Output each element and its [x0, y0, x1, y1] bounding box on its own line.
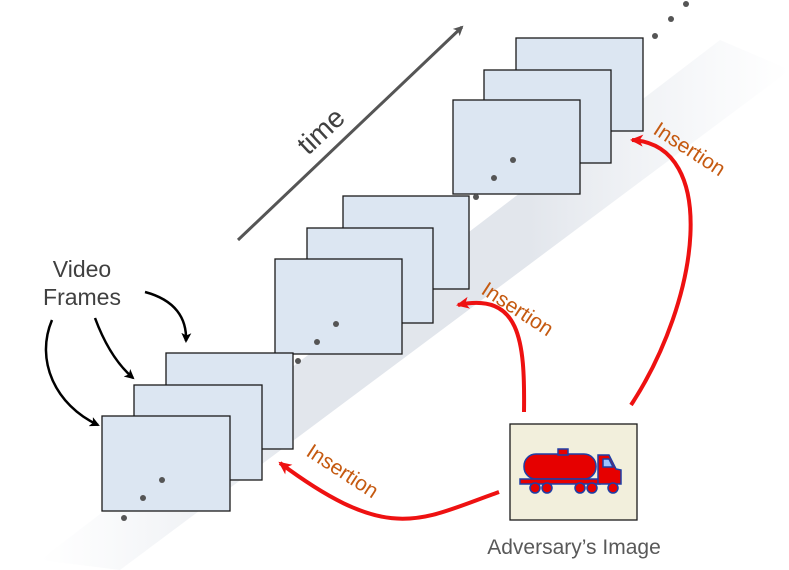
tanker-truck-icon — [519, 448, 622, 494]
ellipsis-dots-icon — [295, 321, 339, 364]
adversary-image — [509, 423, 638, 521]
frame-pointer-arrows — [44, 290, 192, 427]
insertion-label-1: Insertion — [302, 440, 382, 503]
time-arrow-icon — [236, 25, 464, 242]
insertion-arrow-2 — [456, 296, 527, 413]
frame-group-3 — [452, 37, 644, 200]
frame-group-1 — [101, 352, 294, 521]
ellipsis-dots-icon — [652, 1, 689, 39]
video-frame — [452, 99, 581, 195]
video-frames-label-line1: Video — [53, 256, 111, 282]
ellipsis-dots-icon — [473, 157, 516, 200]
insertion-arrow-3 — [629, 134, 693, 407]
time-label: time — [291, 102, 351, 161]
video-frames-label-line2: Frames — [43, 284, 121, 310]
insertion-arrows — [278, 134, 693, 521]
ellipsis-dots-icon — [121, 477, 165, 521]
frame-group-2 — [274, 195, 470, 364]
video-frame — [101, 415, 231, 512]
insertion-arrow-1 — [278, 461, 500, 521]
video-frame — [274, 258, 403, 355]
adversary-image-label: Adversary’s Image — [487, 536, 661, 559]
